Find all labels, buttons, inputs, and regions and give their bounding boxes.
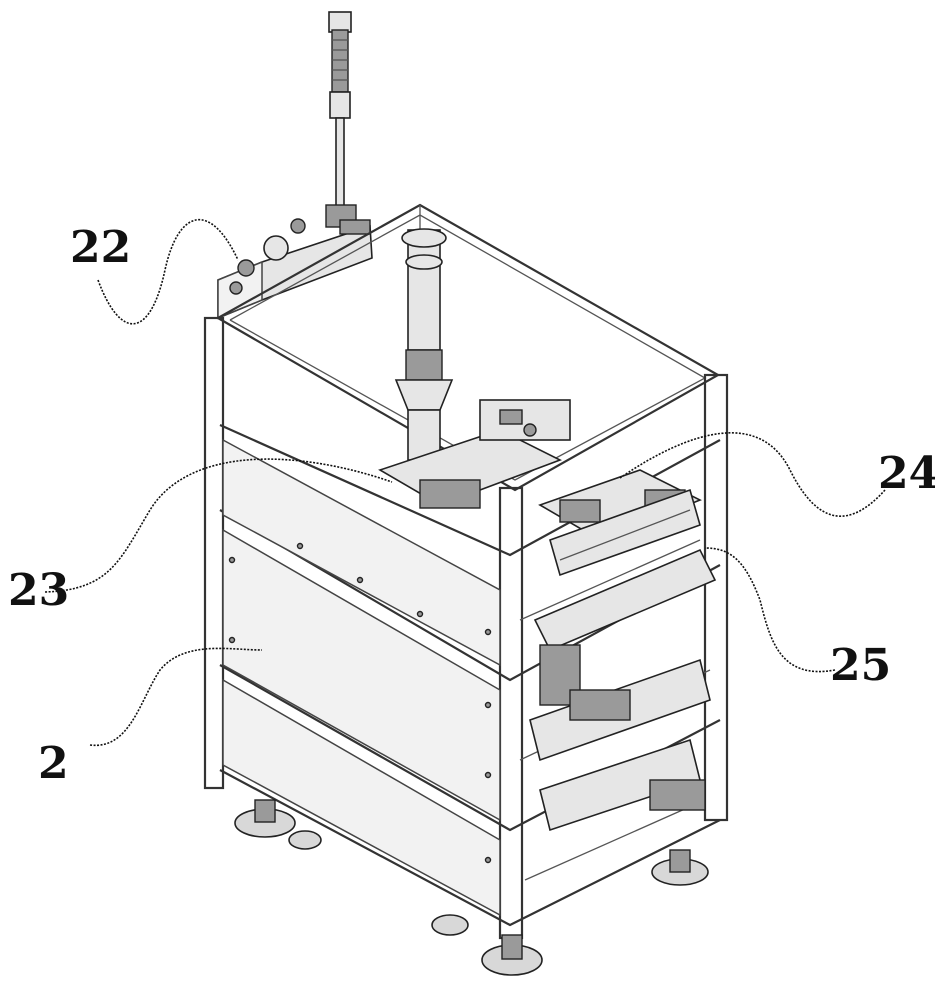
label-23: 23 — [8, 565, 69, 616]
transfer-module — [378, 399, 571, 509]
control-box — [217, 218, 373, 320]
leader-line-22 — [97, 218, 239, 325]
leveling-feet — [234, 799, 709, 976]
signal-tower — [325, 11, 357, 228]
side-panels — [222, 438, 501, 917]
label-24: 24 — [878, 448, 935, 499]
leader-line-23 — [44, 458, 393, 593]
lower-module — [529, 548, 717, 832]
label-22: 22 — [70, 222, 131, 273]
label-2: 2 — [38, 738, 69, 789]
leader-line-2 — [89, 647, 263, 746]
lift-column — [394, 228, 454, 461]
positioning-module — [538, 469, 702, 577]
label-25: 25 — [830, 640, 891, 691]
leader-line-25 — [704, 547, 836, 673]
